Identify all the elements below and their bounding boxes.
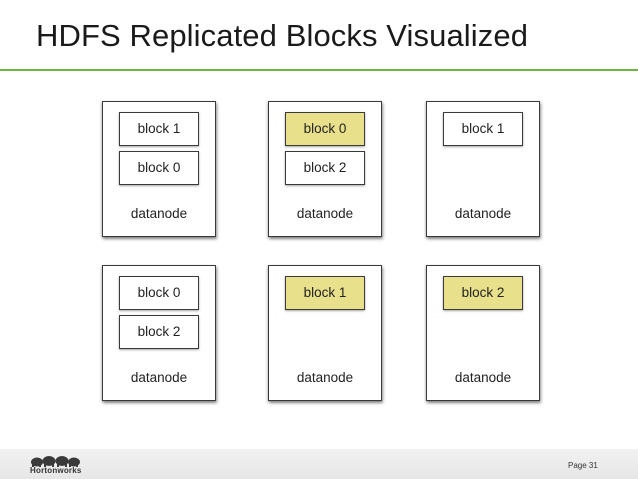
datanode-4: block 0 block 2 datanode (102, 265, 216, 401)
block-box: block 2 (285, 151, 365, 185)
datanode-2: block 0 block 2 datanode (268, 101, 382, 237)
primary-block-box: block 0 (285, 112, 365, 146)
page-number: Page 31 (568, 461, 598, 470)
block-box: block 1 (119, 112, 199, 146)
datanode-label: datanode (454, 370, 512, 385)
datanode-3: block 1 datanode (426, 101, 540, 237)
block-box: block 1 (443, 112, 523, 146)
datanode-label: datanode (454, 206, 512, 221)
datanode-label: datanode (296, 370, 354, 385)
datanode-label: datanode (130, 370, 188, 385)
block-box: block 0 (119, 276, 199, 310)
primary-block-box: block 2 (443, 276, 523, 310)
slide-footer (0, 449, 638, 479)
slide-title: HDFS Replicated Blocks Visualized (36, 18, 529, 53)
datanode-label: datanode (296, 206, 354, 221)
block-box: block 2 (119, 315, 199, 349)
title-divider (0, 69, 638, 71)
datanode-5: block 1 datanode (268, 265, 382, 401)
datanode-1: block 1 block 0 datanode (102, 101, 216, 237)
primary-block-box: block 1 (285, 276, 365, 310)
brand-name: Hortonworks (30, 466, 82, 475)
datanode-label: datanode (130, 206, 188, 221)
elephant-logo-icon (31, 456, 80, 467)
datanode-6: block 2 datanode (426, 265, 540, 401)
block-box: block 0 (119, 151, 199, 185)
